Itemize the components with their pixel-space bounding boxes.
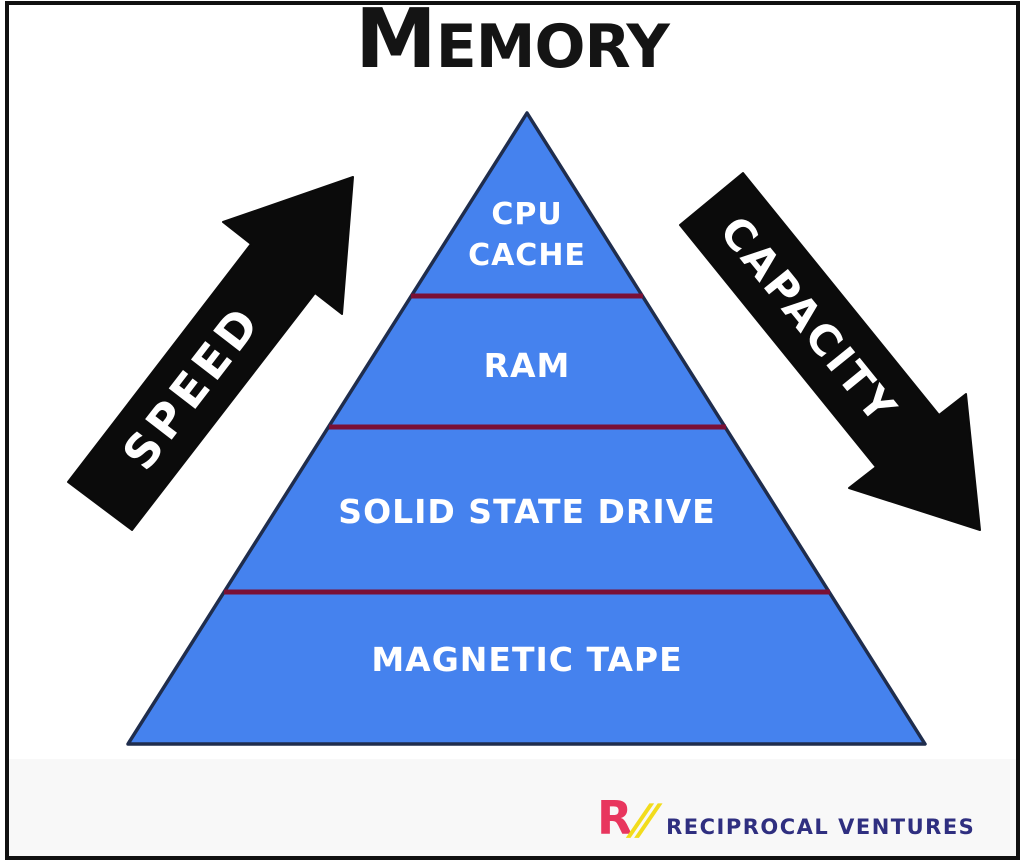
logo-wordmark: RECIPROCAL VENTURES [666,815,976,839]
pyramid-level-cpu-cache-label-line1: CPU [491,197,562,232]
speed-arrow-shape [67,176,354,531]
footer-strip [9,759,1016,856]
memory-title: MEMORY [355,0,670,87]
pyramid-level-ssd-label: SOLID STATE DRIVE [338,492,715,531]
logo: R // RECIPROCAL VENTURES [597,791,976,845]
pyramid-level-magnetic-tape-label: MAGNETIC TAPE [371,640,682,679]
capacity-arrow-label: CAPACITY [710,207,907,434]
logo-mark-r: R [597,791,633,845]
pyramid-level-cpu-cache-label-line2: CACHE [468,238,586,273]
logo-slashes-icon: // [629,795,655,844]
pyramid-level-ram-label: RAM [484,346,571,385]
capacity-arrow-shape [679,172,981,531]
